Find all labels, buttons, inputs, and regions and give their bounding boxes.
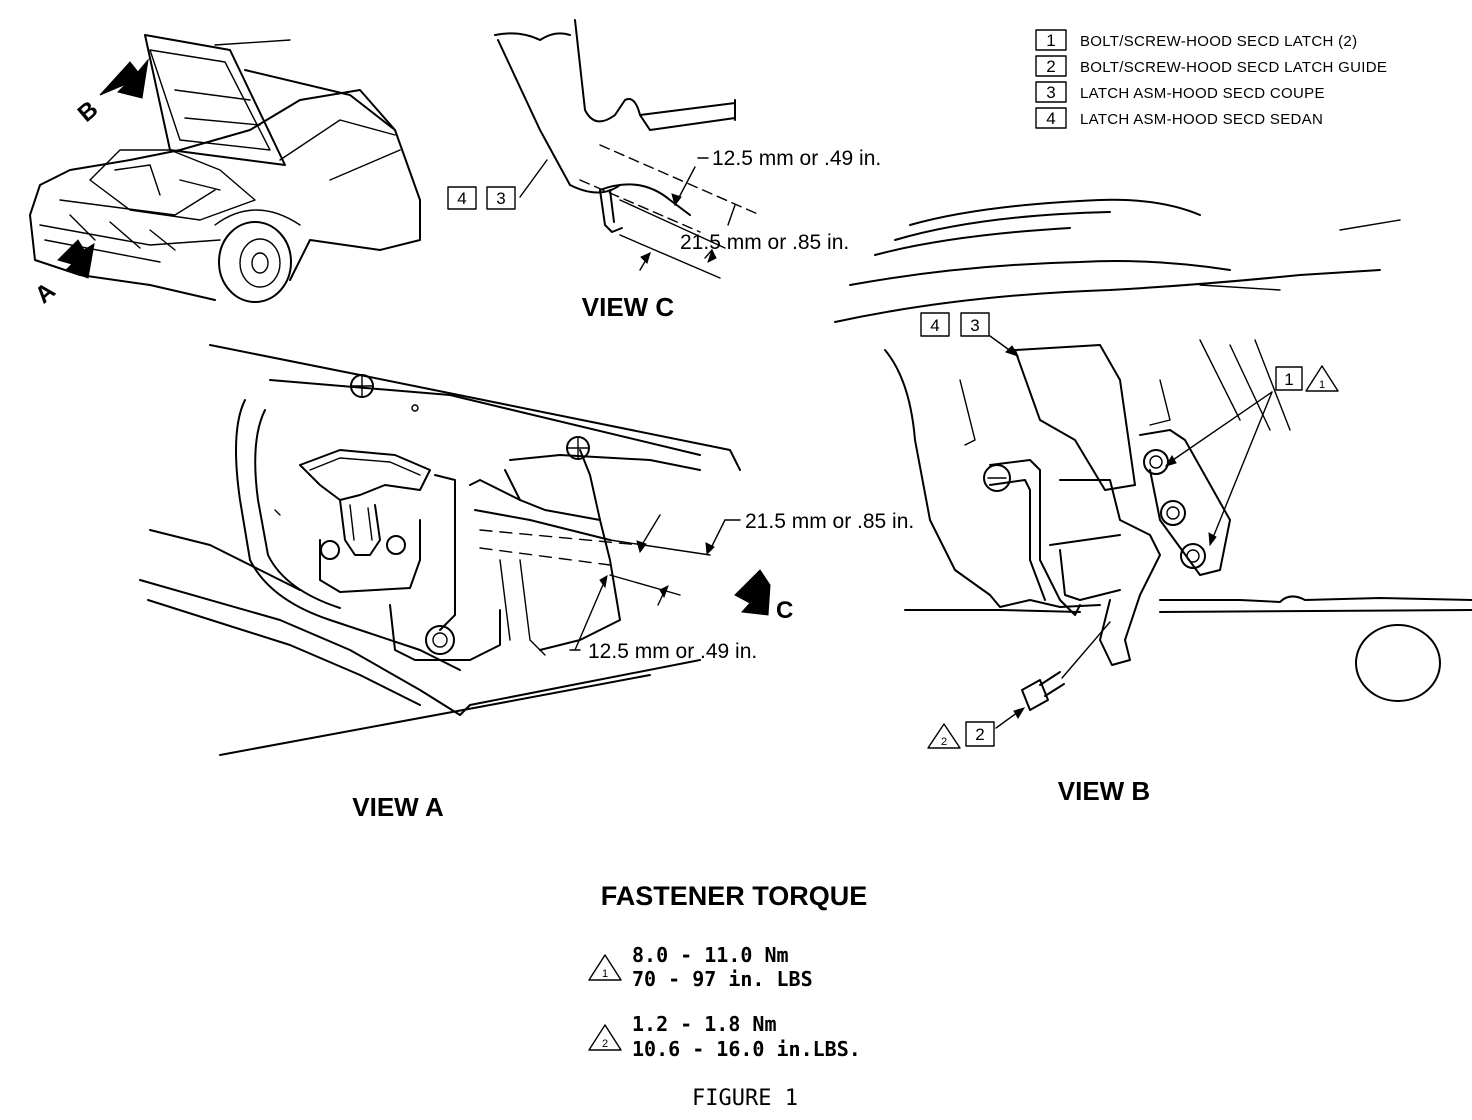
car-overview-illustration: B A <box>29 34 421 309</box>
legend-row-1: 1 BOLT/SCREW-HOOD SECD LATCH (2) <box>1035 29 1357 51</box>
legend-text-4: LATCH ASM-HOOD SECD SEDAN <box>1080 111 1323 128</box>
view-b-arrow-icon <box>99 58 149 99</box>
torque-spec-2-metric: 1.2 - 1.8 Nm <box>632 1012 777 1036</box>
torque-triangle-1-label: 1 <box>602 968 608 980</box>
torque-spec-2: 2 1.2 - 1.8 Nm 10.6 - 16.0 in.LBS. <box>588 1012 861 1061</box>
torque-triangle-2-label: 2 <box>602 1038 608 1050</box>
torque-triangle-2-icon <box>588 1024 622 1051</box>
view-b-torque-triangle-1-icon <box>1305 365 1339 392</box>
torque-spec-2-imperial: 10.6 - 16.0 in.LBS. <box>632 1037 861 1061</box>
view-c-callout-3: 3 <box>496 189 505 208</box>
legend-number-3: 3 <box>1046 83 1055 102</box>
torque-spec-1-imperial: 70 - 97 in. LBS <box>632 967 813 991</box>
torque-heading: FASTENER TORQUE <box>601 881 868 911</box>
parts-legend: 1 BOLT/SCREW-HOOD SECD LATCH (2) 2 BOLT/… <box>1035 29 1387 129</box>
view-b-callout-3: 3 <box>970 316 979 335</box>
view-b-torque-triangle-2-icon <box>927 723 961 749</box>
legend-number-1: 1 <box>1046 31 1055 50</box>
view-c-short-dimension: 12.5 mm or .49 in. <box>712 147 881 170</box>
legend-row-2: 2 BOLT/SCREW-HOOD SECD LATCH GUIDE <box>1035 55 1387 77</box>
view-c-callout-4: 4 <box>457 189 466 208</box>
legend-row-4: 4 LATCH ASM-HOOD SECD SEDAN <box>1035 107 1323 129</box>
view-a-long-dimension: 21.5 mm or .85 in. <box>745 510 914 533</box>
view-b-torque-triangle-1-label: 1 <box>1319 379 1325 391</box>
view-b-illustration: 4 3 1 1 2 2 VIEW B <box>834 198 1472 806</box>
view-b-callout-2: 2 <box>975 725 984 744</box>
view-b-callout-1: 1 <box>1284 370 1293 389</box>
legend-row-3: 3 LATCH ASM-HOOD SECD COUPE <box>1035 81 1325 103</box>
view-b-torque-triangle-2-label: 2 <box>941 736 947 748</box>
legend-number-2: 2 <box>1046 57 1055 76</box>
view-a-title: VIEW A <box>352 792 444 822</box>
legend-number-4: 4 <box>1046 109 1055 128</box>
torque-spec-1-metric: 8.0 - 11.0 Nm <box>632 943 789 967</box>
legend-text-3: LATCH ASM-HOOD SECD COUPE <box>1080 85 1325 102</box>
view-b-arrow-label: B <box>73 96 104 128</box>
view-b-callout-4: 4 <box>930 316 939 335</box>
view-c-arrow-label: C <box>776 597 793 624</box>
view-c-arrow-icon <box>734 569 771 616</box>
torque-spec-1: 1 8.0 - 11.0 Nm 70 - 97 in. LBS <box>588 943 813 991</box>
legend-text-1: BOLT/SCREW-HOOD SECD LATCH (2) <box>1080 33 1357 50</box>
view-b-title: VIEW B <box>1058 776 1150 806</box>
view-a-arrow-label: A <box>30 277 61 309</box>
view-c-long-dimension: 21.5 mm or .85 in. <box>680 231 849 254</box>
torque-triangle-1-icon <box>588 954 622 981</box>
view-a-illustration: 21.5 mm or .85 in. 12.5 mm or .49 in. C … <box>139 344 914 822</box>
figure-label: FIGURE 1 <box>692 1086 798 1111</box>
view-a-arrow-icon <box>57 239 95 279</box>
view-c-illustration: 12.5 mm or .49 in. 21.5 mm or .85 in. 4 … <box>447 19 881 322</box>
view-a-short-dimension: 12.5 mm or .49 in. <box>588 640 757 663</box>
legend-text-2: BOLT/SCREW-HOOD SECD LATCH GUIDE <box>1080 59 1387 76</box>
fastener-torque-table: FASTENER TORQUE 1 8.0 - 11.0 Nm 70 - 97 … <box>588 881 868 1111</box>
view-c-title: VIEW C <box>582 292 675 322</box>
